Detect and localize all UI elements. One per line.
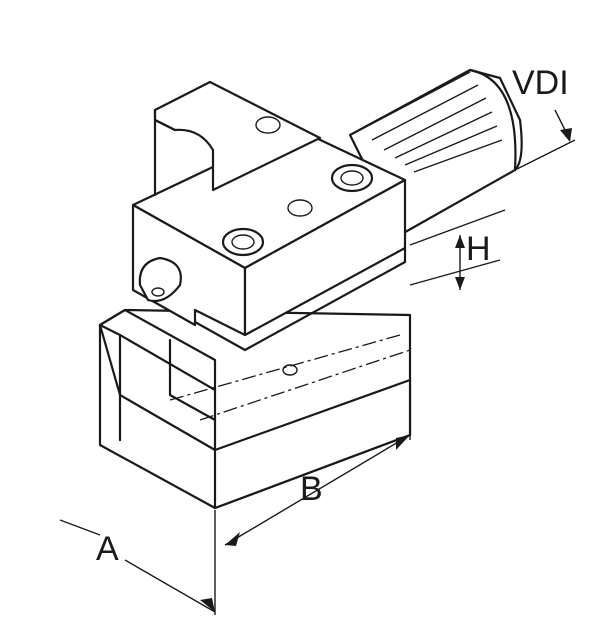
label-b: B: [300, 470, 323, 508]
label-vdi: VDI: [512, 64, 569, 102]
dimension-lines: [59, 109, 576, 615]
label-h: H: [466, 230, 491, 268]
base-block: [98, 308, 412, 510]
clamp-body: [131, 80, 407, 352]
label-a: A: [96, 530, 119, 568]
